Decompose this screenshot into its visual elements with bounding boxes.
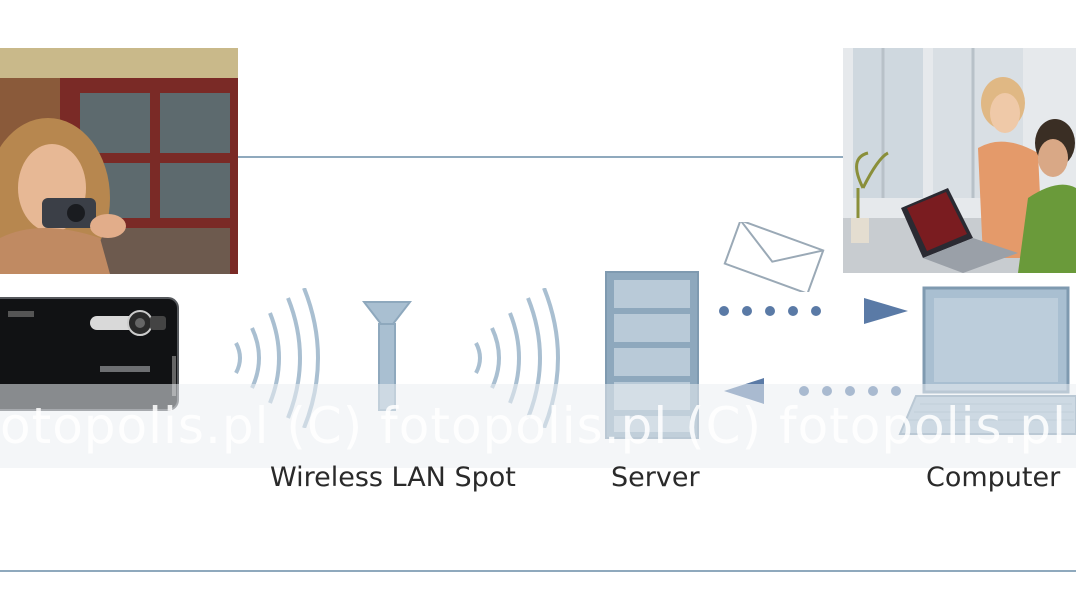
label-server: Server [611,462,700,493]
label-computer: Computer [926,462,1061,493]
bottom-divider-line [0,570,1076,572]
compact-camera-icon [0,296,182,414]
watermark-band: otopolis.pl (C) fotopolis.pl (C) fotopol… [0,384,1076,468]
label-wireless-lan-spot: Wireless LAN Spot [270,462,516,493]
photo-woman-with-camera [0,48,238,274]
dotted-arrow-to-computer [712,292,912,332]
top-connector-line [238,156,853,158]
envelope-icon [718,219,830,295]
photo-office-people [843,48,1076,273]
